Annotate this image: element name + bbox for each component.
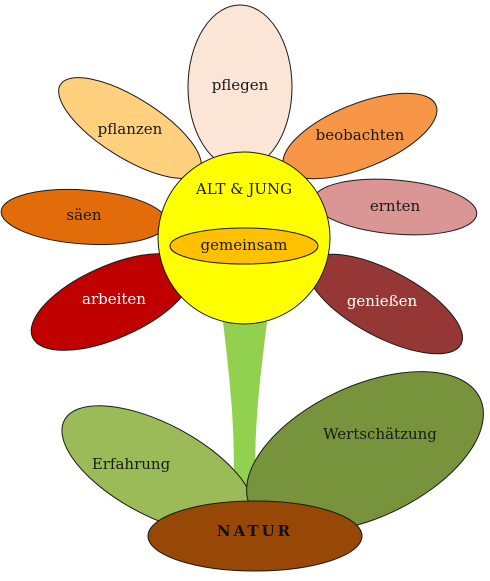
petal-ernten: ernten	[312, 178, 478, 236]
leaf-erfahrung: Erfahrung	[61, 405, 255, 535]
leaf-label-erfahrung: Erfahrung	[92, 455, 171, 473]
leaf-wertschaetzung: Wertschätzung	[246, 371, 484, 533]
petal-geniessen: genießen	[307, 253, 463, 355]
petal-saeen: säen	[0, 188, 168, 246]
petal-label-geniessen: genießen	[347, 292, 418, 310]
petal-label-arbeiten: arbeiten	[82, 290, 146, 308]
base-natur: NATUR	[147, 500, 363, 572]
flower-center: ALT & JUNG gemeinsam	[157, 151, 331, 325]
petal-label-beobachten: beobachten	[316, 126, 405, 144]
petal-label-ernten: ernten	[370, 197, 421, 215]
base-label: NATUR	[217, 522, 293, 540]
petal-pflegen: pflegen	[187, 4, 293, 170]
center-inner-oval	[169, 227, 319, 265]
leaf-label-wertschaetzung: Wertschätzung	[323, 425, 437, 443]
petal-label-pflanzen: pflanzen	[98, 120, 163, 138]
center-title: ALT & JUNG	[195, 180, 292, 198]
petal-label-saeen: säen	[66, 206, 102, 224]
center-inner-label: gemeinsam	[201, 236, 288, 254]
petal-label-pflegen: pflegen	[212, 76, 269, 94]
